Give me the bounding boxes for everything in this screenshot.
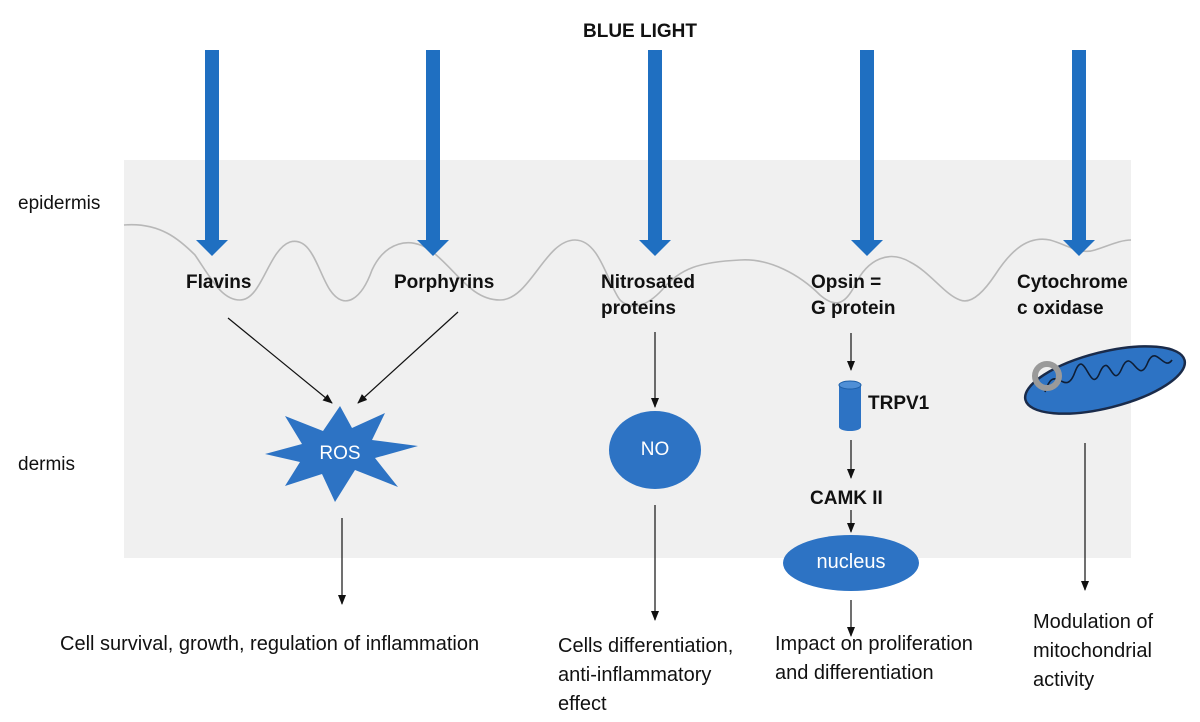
light-arrow-cytochrome [1063, 50, 1095, 256]
skin-background [124, 160, 1131, 558]
connector-arrows [227, 311, 1089, 637]
chromophore-flavins: Flavins [186, 272, 252, 293]
chromophore-porphyrins: Porphyrins [394, 272, 495, 293]
trpv1-label: TRPV1 [868, 393, 930, 414]
arrow-porphyrins-to-ros [357, 311, 459, 404]
diagram-title: BLUE LIGHT [583, 21, 697, 42]
mitochondrion-icon [1023, 345, 1187, 415]
light-arrow-nitrosated [639, 50, 671, 256]
ros-burst-shape [265, 406, 418, 502]
epidermis-boundary-wave [123, 223, 1132, 307]
blue-light-arrows [196, 50, 1095, 256]
no-ellipse [609, 411, 701, 489]
trpv1-channel-icon [838, 380, 862, 431]
effect-ros: Cell survival, growth, regulation of inf… [60, 633, 480, 655]
light-arrow-opsin [851, 50, 883, 256]
light-arrow-porphyrins [417, 50, 449, 256]
epidermis-label: epidermis [18, 193, 101, 214]
no-label: NO [640, 439, 670, 460]
dermis-label: dermis [18, 454, 76, 475]
chromophore-cytochrome: Cytochrome c oxidase [1017, 272, 1128, 319]
effect-no: Cells differentiation, anti-inflammatory… [558, 635, 734, 715]
arrow-flavins-to-ros [227, 317, 333, 404]
effect-nucleus: Impact on proliferation and differentiat… [775, 633, 973, 684]
chromophore-opsin: Opsin = G protein [811, 272, 896, 319]
light-arrow-flavins [196, 50, 228, 256]
nucleus-ellipse [783, 535, 919, 591]
chromophore-nitrosated-proteins: Nitrosated proteins [601, 272, 695, 319]
nucleus-label: nucleus [816, 551, 886, 573]
effect-mitochondria: Modulation of mitochondrial activity [1033, 611, 1154, 691]
ros-label: ROS [319, 443, 361, 464]
camk-label: CAMK II [810, 488, 883, 509]
